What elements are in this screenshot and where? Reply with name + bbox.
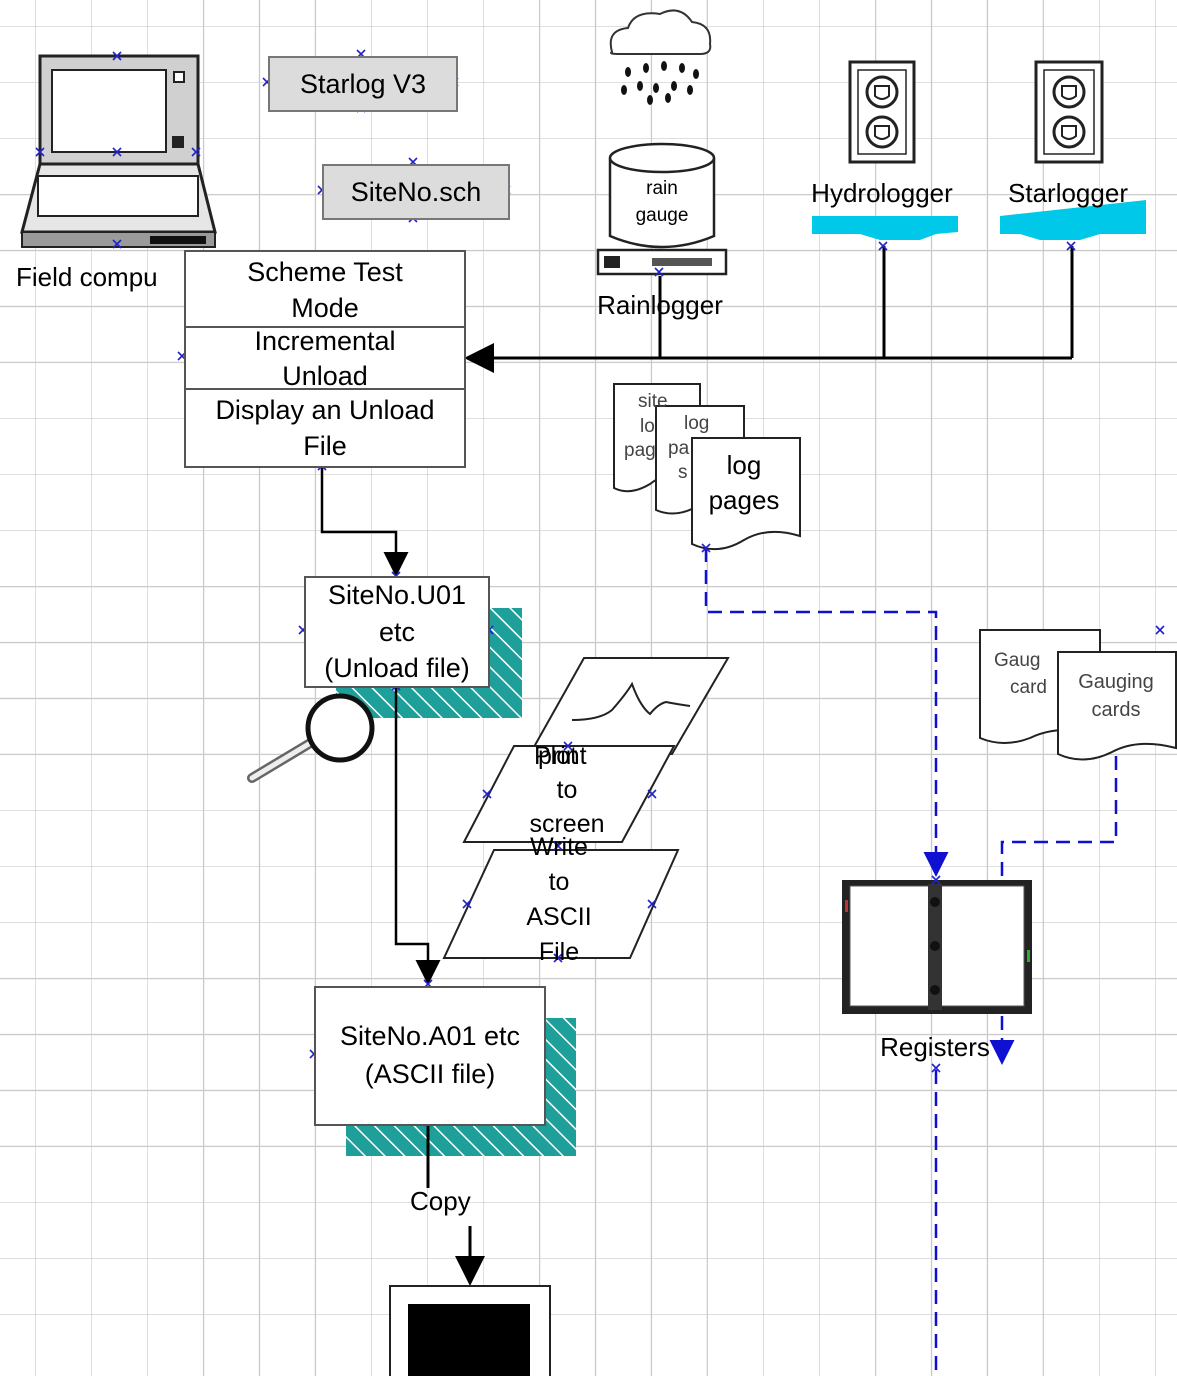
write-ascii-shape bbox=[442, 849, 680, 959]
field-computer-label: Field compu bbox=[16, 262, 158, 292]
siteno-sch-label: SiteNo.sch bbox=[350, 176, 482, 207]
starlogger-label: Starlogger bbox=[1008, 178, 1128, 208]
hydrologger-base bbox=[812, 216, 958, 240]
log-pages-documents bbox=[613, 383, 801, 551]
logger-device-icon bbox=[596, 248, 728, 276]
gauging-front-line2: cards bbox=[1091, 699, 1141, 721]
log-pages-mid-line1: log bbox=[684, 413, 710, 434]
registers-label: Registers bbox=[880, 1032, 990, 1062]
log-pages-back-line1: site bbox=[638, 391, 668, 412]
logger-connector-lines bbox=[464, 246, 1074, 373]
log-pages-back-line3: pag bbox=[624, 440, 656, 462]
plot-to-screen-text: Plot print to screen bbox=[512, 740, 622, 842]
gauging-back-line1: Gaug bbox=[994, 650, 1041, 671]
plot-to-screen-shape bbox=[462, 745, 676, 843]
starlogger-socket-icon bbox=[1034, 60, 1104, 164]
rainlogger-label: Rainlogger bbox=[597, 290, 723, 320]
log-pages-front-line2: pages bbox=[708, 485, 780, 516]
log-pages-mid-line2: pa bbox=[668, 437, 690, 459]
menu-to-unload-connector bbox=[320, 466, 409, 577]
unload-to-ascii-connector bbox=[394, 686, 441, 985]
plot-line2: to bbox=[556, 776, 578, 804]
unload-file-line2: etc bbox=[378, 616, 416, 647]
rain-gauge-label: rain gauge bbox=[612, 176, 712, 229]
write-line1: Write bbox=[530, 833, 588, 861]
write-line2: to bbox=[548, 868, 570, 896]
log-pages-back-line2: lo bbox=[640, 415, 655, 437]
write-line4: File bbox=[538, 938, 580, 966]
write-line3: ASCII bbox=[526, 903, 592, 931]
plot-line3: screen bbox=[529, 809, 605, 838]
menu-scheme-test-line1: Scheme Test bbox=[247, 256, 403, 287]
hydrologger-socket-icon bbox=[848, 60, 916, 164]
starlog-v3-label: Starlog V3 bbox=[299, 68, 427, 99]
write-ascii-text: Write to ASCII File bbox=[504, 830, 614, 970]
log-pages-mid-text: log pa s bbox=[668, 412, 709, 486]
copy-label: Copy bbox=[410, 1186, 471, 1216]
rain-gauge-line1: rain bbox=[646, 178, 678, 199]
plot-overlap-word1: Plot bbox=[534, 742, 578, 770]
log-pages-back-text: site lo pag bbox=[624, 390, 668, 464]
plot-overlap-line: Plot print bbox=[512, 740, 622, 774]
siteno-sch-box: SiteNo.sch bbox=[322, 164, 510, 220]
gauging-back-line2: card bbox=[1010, 676, 1047, 698]
starlogger-base bbox=[1000, 200, 1146, 240]
hydrologger-label: Hydrologger bbox=[811, 178, 953, 208]
ascii-file-box: SiteNo.A01 etc (ASCII file) bbox=[314, 986, 546, 1126]
menu-scheme-test-mode[interactable]: Scheme Test Mode bbox=[184, 250, 466, 330]
rain-cloud-icon bbox=[609, 9, 712, 105]
menu-display-unload-file[interactable]: Display an Unload File bbox=[184, 388, 466, 468]
starlog-v3-box: Starlog V3 bbox=[268, 56, 458, 112]
ascii-file-line2: (ASCII file) bbox=[364, 1059, 496, 1089]
log-pages-front-line1: log bbox=[726, 450, 762, 480]
rain-gauge-line2: gauge bbox=[635, 204, 689, 226]
disk-icon bbox=[389, 1285, 551, 1376]
log-pages-mid-line3: s bbox=[678, 462, 688, 484]
menu-display-line2: File bbox=[303, 431, 347, 461]
unload-file-line1: SiteNo.U01 bbox=[327, 580, 467, 611]
ascii-file-line1: SiteNo.A01 etc bbox=[339, 1021, 521, 1052]
database-cylinder-icon bbox=[608, 142, 716, 249]
menu-display-line1: Display an Unload bbox=[215, 394, 435, 425]
menu-scheme-test-line2: Mode bbox=[291, 293, 359, 323]
menu-incremental-unload[interactable]: Incremental Unload bbox=[184, 326, 466, 392]
laptop-icon bbox=[20, 54, 217, 248]
magnifier-icon bbox=[247, 693, 375, 783]
gauging-front-line1: Gauging bbox=[1078, 671, 1154, 693]
gauging-cards-documents bbox=[979, 629, 1177, 761]
log-pages-front-text: log pages bbox=[692, 448, 796, 518]
unload-file-box: SiteNo.U01 etc (Unload file) bbox=[304, 576, 490, 688]
menu-incremental-line2: Unload bbox=[282, 361, 368, 391]
gauging-back-text: Gaug card bbox=[994, 648, 1047, 701]
menu-incremental-line1: Incremental bbox=[254, 326, 396, 356]
unload-file-line3: (Unload file) bbox=[324, 653, 470, 684]
plot-overlap-word2: print bbox=[538, 742, 587, 770]
binder-icon bbox=[842, 880, 1032, 1014]
gauging-front-text: Gauging cards bbox=[1060, 668, 1172, 724]
plot-chart-icon bbox=[528, 657, 730, 755]
